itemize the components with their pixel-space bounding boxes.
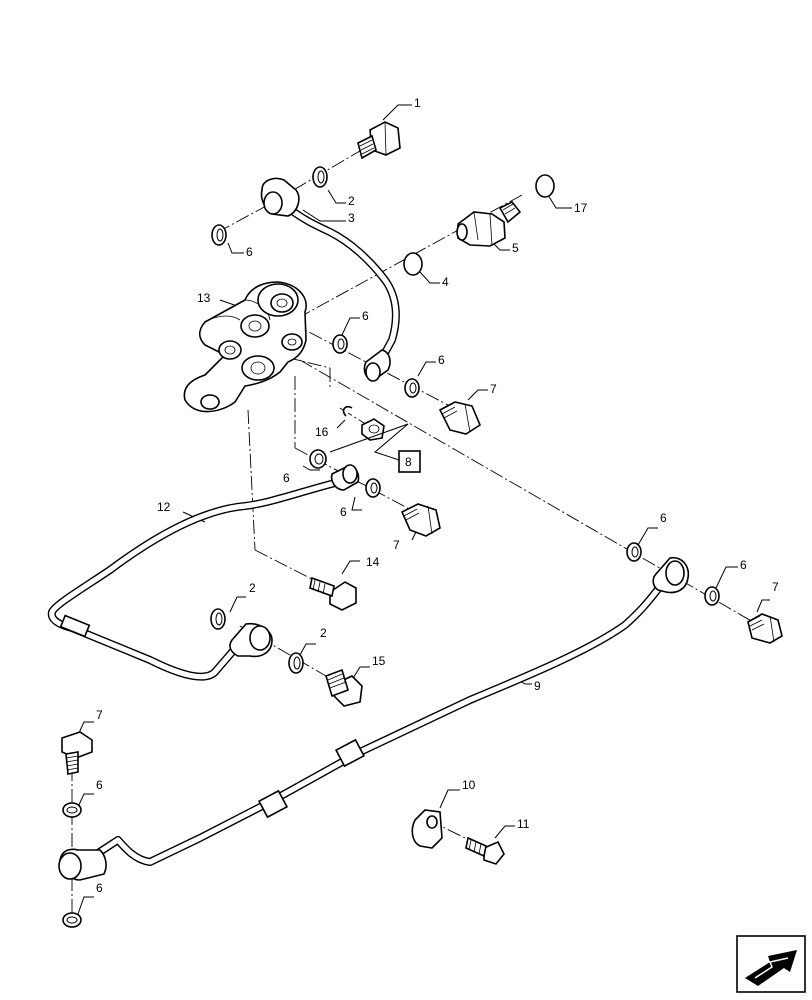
callout-6-left-upper: 6 bbox=[96, 778, 103, 792]
callout-17: 17 bbox=[574, 201, 588, 215]
part-13-manifold bbox=[183, 281, 307, 413]
callout-1: 1 bbox=[414, 96, 421, 110]
part-7-bolt-a bbox=[438, 401, 481, 435]
seal-washers bbox=[62, 166, 720, 928]
navigation-arrow-icon[interactable] bbox=[736, 935, 806, 993]
callout-15: 15 bbox=[372, 654, 386, 668]
callout-7-right: 7 bbox=[772, 580, 779, 594]
part-1-bolt bbox=[357, 121, 401, 160]
callout-2-left: 2 bbox=[249, 581, 256, 595]
callout-11: 11 bbox=[517, 817, 530, 831]
callout-2-lower: 2 bbox=[320, 626, 327, 640]
pipe-9 bbox=[58, 556, 690, 881]
callout-3: 3 bbox=[348, 211, 355, 225]
callout-13: 13 bbox=[197, 291, 211, 305]
part-10-clip bbox=[411, 809, 443, 849]
callout-8: 8 bbox=[405, 455, 412, 469]
callout-2-top: 2 bbox=[348, 194, 355, 208]
pipe-3 bbox=[260, 177, 400, 382]
part-7-bolt-b bbox=[400, 503, 441, 537]
callout-5: 5 bbox=[512, 241, 519, 255]
part-7-bolt-d bbox=[61, 731, 93, 775]
callout-16: 16 bbox=[315, 425, 329, 439]
callout-6-right-lower: 6 bbox=[740, 558, 747, 572]
callout-6-pipe12-upper: 6 bbox=[283, 471, 290, 485]
callout-7-upper: 7 bbox=[490, 382, 497, 396]
callout-6-pipe12-lower: 6 bbox=[340, 505, 347, 519]
callout-14: 14 bbox=[366, 555, 380, 569]
callout-7-mid: 7 bbox=[393, 538, 400, 552]
callout-10: 10 bbox=[462, 778, 476, 792]
o-rings bbox=[342, 174, 555, 417]
callout-6-top: 6 bbox=[246, 245, 253, 259]
part-15-bolt bbox=[325, 668, 363, 707]
part-14-bolt bbox=[309, 576, 357, 611]
group-bracket-8 bbox=[329, 423, 421, 473]
callout-6-manifold: 6 bbox=[362, 309, 369, 323]
callout-6-right-upper: 6 bbox=[660, 511, 667, 525]
callout-7-left: 7 bbox=[96, 708, 103, 722]
callout-labels: 1 2 3 6 17 5 4 13 6 6 7 16 8 6 6 7 12 6 … bbox=[96, 96, 779, 895]
part-5-fitting bbox=[456, 200, 522, 247]
callout-4: 4 bbox=[442, 275, 449, 289]
callout-12: 12 bbox=[157, 500, 171, 514]
callout-6-mid: 6 bbox=[438, 353, 445, 367]
part-7-bolt-c bbox=[747, 613, 783, 644]
pipe-12 bbox=[47, 464, 360, 681]
callout-9: 9 bbox=[534, 679, 541, 693]
callout-6-left-lower: 6 bbox=[96, 881, 103, 895]
part-11-bolt bbox=[465, 836, 505, 865]
